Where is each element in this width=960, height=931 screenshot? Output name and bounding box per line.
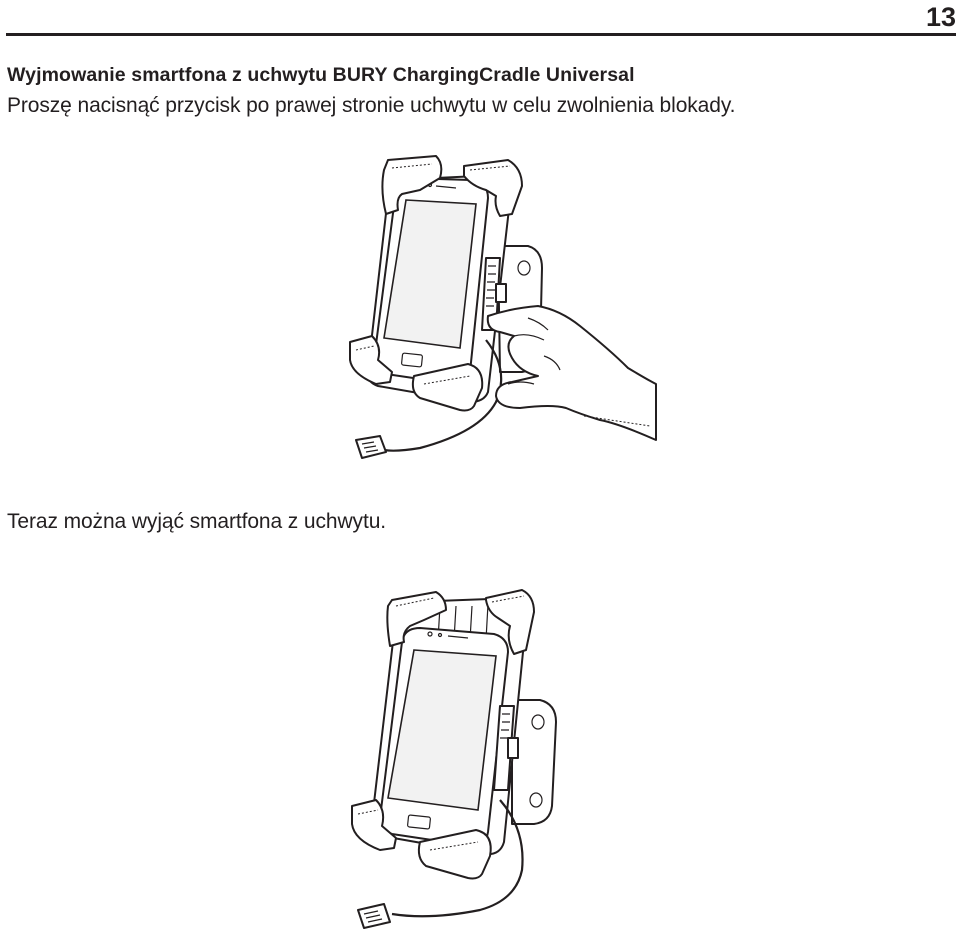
section-heading: Wyjmowanie smartfona z uchwytu BURY Char… bbox=[7, 64, 635, 86]
header-rule bbox=[6, 33, 956, 36]
instruction-release-button: Proszę nacisnąć przycisk po prawej stron… bbox=[7, 94, 736, 117]
instruction-remove-phone: Teraz można wyjąć smartfona z uchwytu. bbox=[7, 510, 387, 533]
page-number: 13 bbox=[925, 2, 956, 32]
